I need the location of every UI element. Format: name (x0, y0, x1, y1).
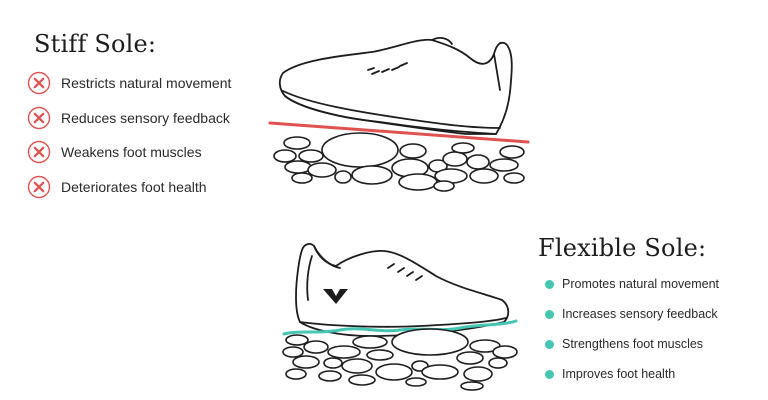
flexible-sole-item-label: Improves foot health (562, 367, 676, 381)
stiff-pebbles (273, 132, 525, 192)
stiff-sole-item-label: Weakens foot muscles (61, 144, 202, 160)
x-circle-icon (27, 175, 51, 198)
stiff-sole-item-label: Restricts natural movement (61, 75, 232, 91)
flexible-sole-item-label: Promotes natural movement (562, 277, 720, 291)
flexible-sole-item: Improves foot health (545, 365, 719, 383)
flexible-sole-item: Strengthens foot muscles (545, 335, 719, 353)
stiff-sole-item: Deteriorates foot health (27, 174, 231, 200)
stiff-sole-list: Restricts natural movement Reduces senso… (27, 70, 231, 208)
stiff-sole-item: Restricts natural movement (27, 70, 231, 96)
stiff-sole-item: Weakens foot muscles (27, 139, 231, 165)
flexible-sole-item: Promotes natural movement (545, 275, 719, 293)
flexible-sole-item-label: Strengthens foot muscles (562, 337, 704, 351)
flexible-sole-list: Promotes natural movement Increases sens… (545, 275, 719, 395)
flexible-sole-item: Increases sensory feedback (545, 305, 719, 323)
x-circle-icon (27, 106, 51, 129)
stiff-sole-item-label: Deteriorates foot health (61, 178, 207, 195)
flexible-sole-item-label: Increases sensory feedback (562, 307, 718, 321)
stiff-sole-item: Reduces sensory feedback (27, 105, 231, 131)
dot-icon (545, 339, 554, 349)
dot-icon (545, 369, 554, 379)
x-circle-icon (27, 71, 51, 95)
stiff-shoe-illustration (278, 37, 513, 135)
flexible-sole-title: Flexible Sole: (538, 234, 707, 262)
stiff-sole-title: Stiff Sole: (34, 30, 157, 58)
stiff-sole-item-label: Reduces sensory feedback (61, 109, 230, 126)
flexible-sole-line (282, 319, 518, 336)
dot-icon (545, 279, 554, 289)
flexible-shoe-illustration (295, 243, 510, 337)
x-circle-icon (27, 140, 51, 164)
dot-icon (545, 309, 554, 319)
stiff-sole-line (268, 121, 530, 144)
v-logo (323, 289, 348, 304)
flexible-pebbles (282, 328, 518, 391)
